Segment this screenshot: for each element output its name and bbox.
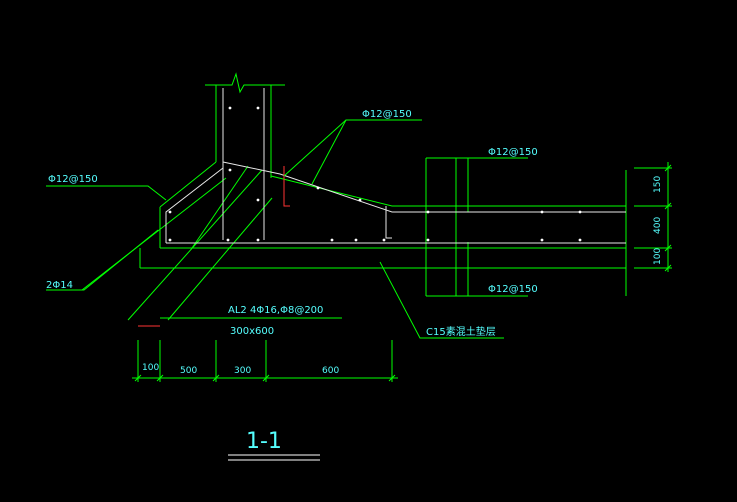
label-bottom-bars: 2Φ14 xyxy=(46,280,73,291)
dim-v-100: 100 xyxy=(653,248,663,265)
leader-top-slope xyxy=(311,119,422,185)
rebar-dot xyxy=(426,210,430,214)
leader-cushion xyxy=(379,261,504,339)
title-underline xyxy=(228,454,320,461)
leader-top-slope-2 xyxy=(283,119,347,177)
hdim-tick-5 xyxy=(388,374,396,382)
label-rebar-left-slope: Φ12@150 xyxy=(48,174,98,185)
label-rebar-right-top: Φ12@150 xyxy=(488,147,538,158)
rebar-dot xyxy=(578,238,582,242)
red-tick xyxy=(283,166,290,207)
anchor-hook-right xyxy=(385,206,392,239)
hdim-tick-2 xyxy=(156,374,164,382)
rebar-dot xyxy=(228,168,232,172)
hdim-tick-3 xyxy=(212,374,220,382)
hatch-line-2 xyxy=(127,169,263,321)
rebar-dot xyxy=(578,210,582,214)
rebar-dot xyxy=(228,106,232,110)
vdim-tick-3 xyxy=(664,244,672,252)
haunch-right-slope xyxy=(270,175,626,207)
slope-rebar-left xyxy=(165,167,224,243)
leader-left-slope xyxy=(46,185,167,201)
rebar-dot xyxy=(256,238,260,242)
vdim-tick-4 xyxy=(664,264,672,272)
label-rebar-right-bottom: Φ12@150 xyxy=(488,284,538,295)
haunch-left-slope xyxy=(159,161,217,208)
dim-h-600: 600 xyxy=(322,366,339,376)
dimension-lines xyxy=(132,162,672,382)
dim-v-150: 150 xyxy=(653,176,663,193)
leader-bottom-bars xyxy=(46,229,159,291)
dim-h-100: 100 xyxy=(142,363,159,373)
hdim-tick-4 xyxy=(262,374,270,382)
slope-rebar-right xyxy=(222,161,626,213)
dim-v-400: 400 xyxy=(653,217,663,234)
dim-h-300: 300 xyxy=(234,366,251,376)
label-cushion: C15素混土垫层 xyxy=(426,325,496,338)
rebar-dot xyxy=(330,238,334,242)
vdim-tick-1 xyxy=(664,164,672,172)
label-rebar-top-slope: Φ12@150 xyxy=(362,109,412,120)
label-beam-note: AL2 4Φ16,Φ8@200 xyxy=(228,305,323,316)
rebar-dot xyxy=(168,238,172,242)
rebar-dot xyxy=(382,238,386,242)
rebar-lines xyxy=(165,88,626,244)
leader-lines xyxy=(46,119,528,339)
annotation-text: Φ12@150 Φ12@150 Φ12@150 Φ12@150 2Φ14 AL2… xyxy=(46,109,663,454)
structure-outline xyxy=(81,72,627,321)
rebar-dot xyxy=(256,106,260,110)
rebar-dot xyxy=(426,238,430,242)
rebar-dot xyxy=(168,210,172,214)
hatch-line-1 xyxy=(81,177,227,291)
rebar-dot xyxy=(354,238,358,242)
section-title: 1-1 xyxy=(246,429,282,454)
hdim-tick-1 xyxy=(134,374,142,382)
break-line-symbol xyxy=(205,72,285,94)
rebar-dot xyxy=(540,210,544,214)
rebar-dot xyxy=(316,186,320,190)
label-beam-size: 300x600 xyxy=(230,326,274,337)
rebar-dots xyxy=(168,106,582,242)
hatch-line-4 xyxy=(191,165,249,249)
rebar-dot xyxy=(256,198,260,202)
vdim-tick-2 xyxy=(664,202,672,210)
hatch-line-3 xyxy=(167,197,273,321)
dim-h-500: 500 xyxy=(180,366,197,376)
rebar-dot xyxy=(226,238,230,242)
rebar-dot xyxy=(540,238,544,242)
rebar-dot xyxy=(358,198,362,202)
red-marks xyxy=(138,166,290,327)
